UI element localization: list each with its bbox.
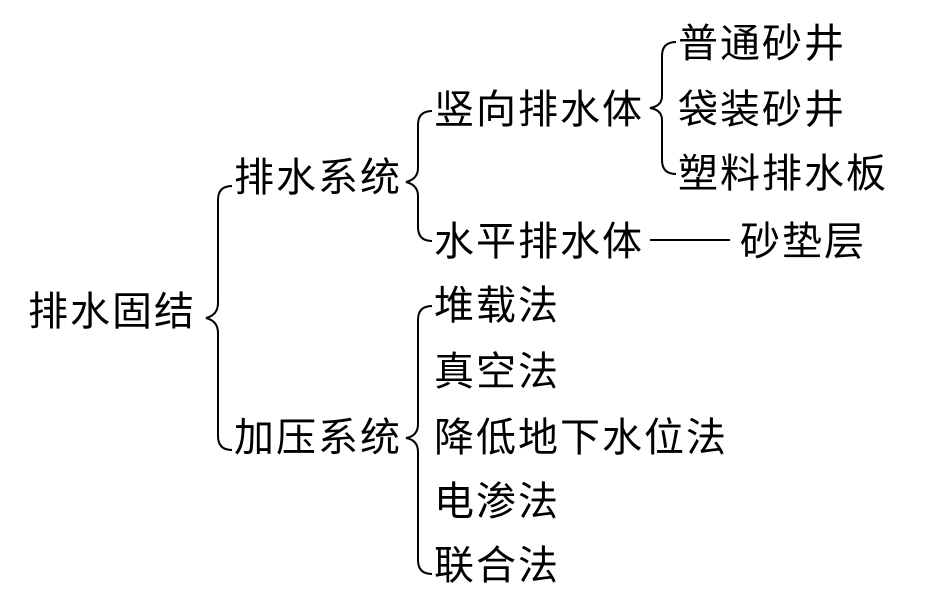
root-label: 排水固结	[28, 289, 196, 335]
horizontal-drain-label: 水平排水体	[434, 219, 644, 265]
drainage-system-label: 排水系统	[234, 155, 402, 201]
loading-method-item: 电渗法	[434, 479, 560, 525]
loading-method-item: 降低地下水位法	[434, 415, 728, 461]
horizontal-drain-item: 砂垫层	[740, 219, 866, 265]
loading-method-item: 联合法	[434, 543, 560, 589]
vertical-drain-item: 袋装砂井	[678, 87, 846, 133]
vertical-drain-item: 普通砂井	[678, 21, 846, 67]
vertical-drain-label: 竖向排水体	[434, 87, 644, 133]
loading-system-label: 加压系统	[234, 415, 402, 461]
loading-method-item: 真空法	[434, 349, 560, 395]
loading-method-item: 堆载法	[434, 283, 560, 329]
root-brace	[205, 185, 233, 451]
vertical-drain-brace	[649, 41, 677, 175]
loading-brace	[405, 305, 433, 575]
vertical-drain-item: 塑料排水板	[678, 151, 888, 197]
drainage-brace	[405, 110, 433, 242]
